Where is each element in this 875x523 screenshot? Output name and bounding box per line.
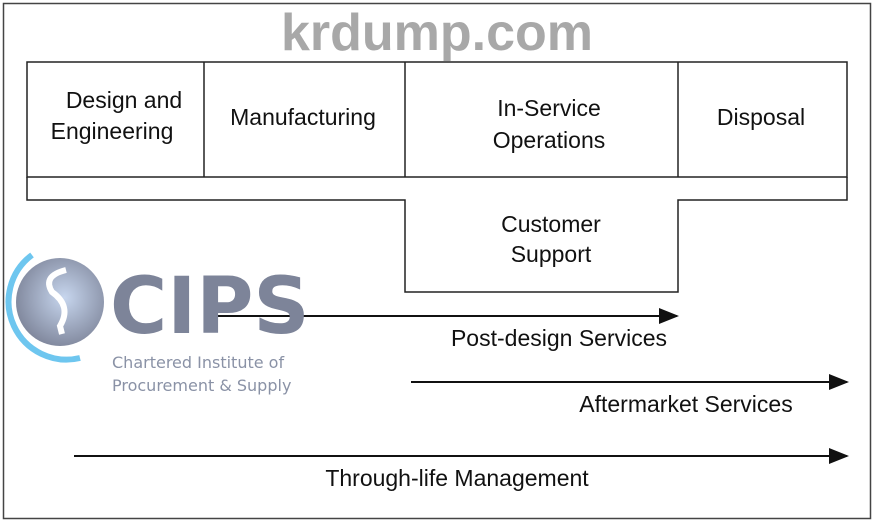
aftermarket-label: Aftermarket Services [579,391,792,417]
watermark: krdump.com [281,4,593,62]
stage-design-line1: Design and [66,87,182,113]
support-line1: Customer [501,211,601,237]
logo-line1: Chartered Institute of [112,353,284,372]
stage-manufacturing: Manufacturing [230,104,376,130]
support-outline [26,177,848,293]
cips-logo: CIPS Chartered Institute of Procurement … [5,252,310,395]
stage-row [26,61,848,293]
logo-name: CIPS [110,262,310,352]
stage-design-line2: Engineering [51,118,174,144]
through-life-label: Through-life Management [325,465,589,491]
post-design-label: Post-design Services [451,325,667,351]
stage-inservice-line2: Operations [493,127,606,153]
stage-inservice-line1: In-Service [497,95,601,121]
support-line2: Support [511,241,592,267]
logo-line2: Procurement & Supply [112,376,291,395]
stage-disposal: Disposal [717,104,805,130]
